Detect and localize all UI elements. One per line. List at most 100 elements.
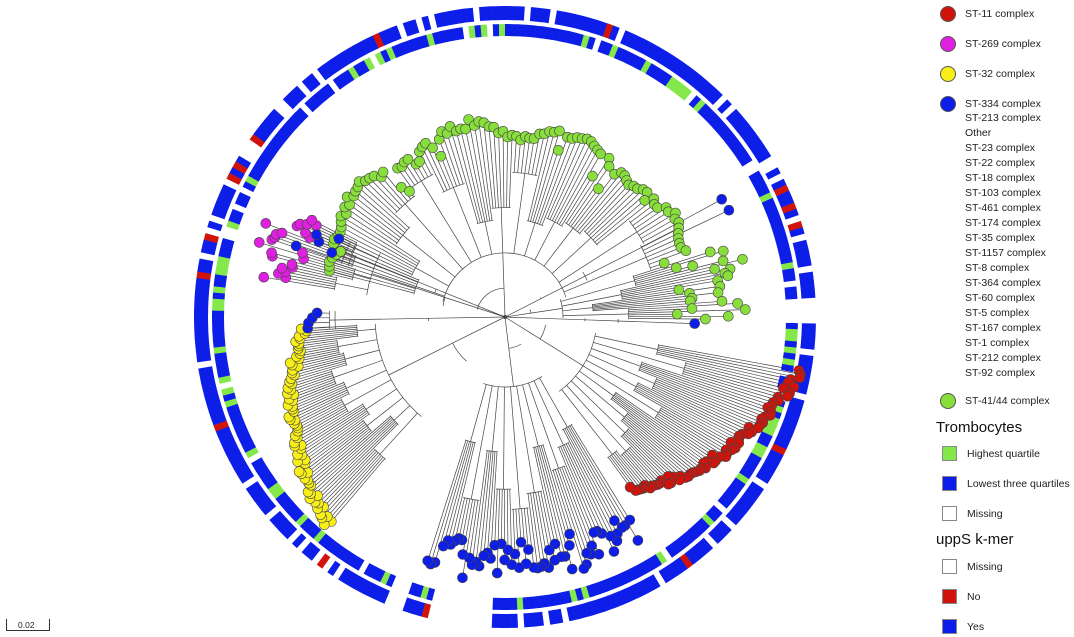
ring-trombocytes-segment [772,226,786,236]
ring-upps-segment [590,19,602,35]
branch-arc [442,252,567,302]
ring-upps-segment [215,426,232,438]
branch [533,380,564,446]
branch [560,280,635,302]
metadata-ring [194,6,816,628]
branch [335,282,368,291]
ring-upps-segment [282,524,298,540]
branch [276,233,354,263]
tree-tip [670,262,682,274]
ring-upps-segment [669,560,683,577]
branch [644,238,679,255]
ring-upps-segment [253,128,269,143]
ring-trombocytes-segment [756,186,771,198]
ring-upps-segment [253,491,269,505]
ring-trombocytes-segment [717,496,731,509]
ring-upps-segment [762,460,778,473]
branch [628,309,746,314]
branch [592,300,723,311]
ring-trombocytes-segment [287,504,301,518]
legend-item-complex-plain: ST-35 complex [965,232,1036,244]
ring-upps-segment [238,470,255,484]
ring-trombocytes-segment [701,107,715,121]
branch [427,439,467,561]
branch [577,175,626,232]
tree-tip [566,563,578,575]
branch [540,317,586,321]
ring-trombocytes-segment [635,563,647,577]
tree-tip [709,263,721,275]
ring-trombocytes-segment [645,557,657,571]
ring-trombocytes-segment [226,403,240,414]
legend-swatch-dot [940,66,956,82]
ring-upps-segment [343,570,357,587]
tree-tip [732,298,743,309]
ring-trombocytes-segment [251,457,265,469]
branch-arc [340,398,349,413]
ring-trombocytes-segment [267,482,282,495]
branch-arc [526,220,544,227]
ring-upps-segment [785,408,801,420]
ring-upps-segment [194,310,209,317]
ring-trombocytes-segment [228,409,242,420]
tree-tip [658,257,670,269]
tree-tip [460,123,471,135]
branch [562,307,593,312]
ring-trombocytes-segment [432,31,442,45]
branch [294,404,363,447]
branch [483,451,494,556]
tree-tip [605,530,617,542]
branch [462,499,473,555]
ring-upps-segment [733,501,749,516]
tree-tip [587,170,598,182]
ring-trombocytes-segment [492,597,500,610]
branch-arc [620,412,629,422]
ring-upps-segment [229,166,245,180]
branch-arc [532,444,545,448]
ring-upps-segment [725,511,741,526]
branch [625,431,673,478]
branch-arc [486,450,498,453]
branch [294,360,346,376]
ring-upps-segment [781,420,797,432]
branch [638,369,762,420]
ring-upps-segment [800,284,815,293]
tree-tip [671,308,683,320]
tree-tip [523,544,534,555]
ring-trombocytes-segment [645,63,657,77]
branch [508,348,514,387]
ring-trombocytes-segment [650,554,662,568]
branch [506,489,509,550]
branch [528,138,535,175]
tree-tip [632,535,644,546]
ring-trombocytes-segment [239,436,254,448]
branch [611,397,706,469]
ring-upps-segment [440,11,450,27]
ring-trombocytes-segment [586,584,596,598]
branch [351,254,437,290]
legend-swatch-square [942,589,957,604]
ring-trombocytes-segment [295,513,309,527]
branch-arc [620,289,623,300]
ring-upps-segment [636,580,650,596]
branch [640,365,772,413]
ring-trombocytes-segment [402,40,413,54]
branch [498,132,502,208]
ring-upps-segment [218,431,234,444]
ring-upps-segment [625,32,638,49]
legend-item-complex-plain: ST-212 complex [965,352,1041,364]
branch [298,355,345,367]
branch [334,317,429,321]
ring-trombocytes-segment [254,159,268,172]
branch [404,203,463,270]
branch [297,409,367,455]
branch [271,239,353,267]
ring-upps-segment [317,65,331,81]
legend-item-complex-plain: ST-1157 complex [965,247,1046,259]
branch [358,181,410,229]
branch [314,422,397,503]
ring-trombocytes-segment [563,590,572,604]
tree-tip [427,142,439,154]
branch [293,387,347,412]
branch [344,206,398,244]
